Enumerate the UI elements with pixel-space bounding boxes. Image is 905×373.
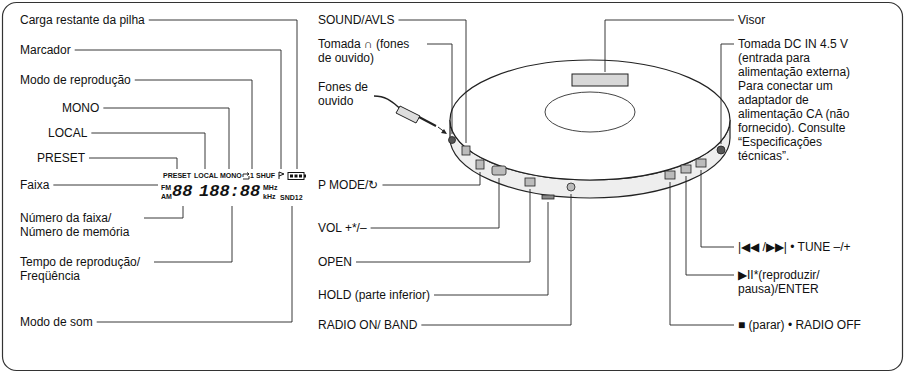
- headphone-plug: [374, 96, 447, 134]
- battery-bar: [290, 175, 293, 178]
- battery-nub: [304, 175, 306, 178]
- pmode-button: [476, 160, 484, 169]
- plug-arrow: [438, 127, 446, 133]
- lcd-icons: [243, 172, 306, 180]
- tune-button: [696, 159, 706, 167]
- leader-line: [670, 182, 734, 325]
- leader-line: [605, 20, 734, 72]
- battery-bar: [299, 175, 302, 178]
- callout-label: Modo de som: [20, 315, 93, 329]
- leader-line: [382, 172, 480, 185]
- callout-label: LOCAL: [48, 126, 87, 140]
- leader-line: [149, 20, 297, 169]
- leader-line: [89, 158, 177, 169]
- play-button: [681, 165, 691, 173]
- sound-button: [462, 146, 470, 155]
- lcd-indicator: 188:88: [199, 182, 260, 202]
- hold-switch: [542, 195, 554, 199]
- lcd-indicator: SHUF: [256, 172, 275, 180]
- leader-line: [371, 178, 499, 228]
- callout-label: VOL +*/–: [318, 221, 367, 235]
- lcd-indicator: LOCAL: [194, 172, 218, 180]
- leader-line: [421, 194, 571, 325]
- cd-player: [449, 60, 731, 199]
- callout-label: Tomada ∩ (fones de ouvido): [318, 37, 423, 65]
- callout-label: Faixa: [20, 178, 49, 192]
- leader-line: [356, 189, 530, 262]
- leader-line: [721, 44, 734, 144]
- callout-label: |◀◀ /▶▶| • TUNE –/+: [738, 240, 851, 254]
- callout-label: OPEN: [318, 255, 352, 269]
- plug-body: [396, 106, 420, 123]
- leader-line: [135, 80, 252, 169]
- player-lid: [450, 60, 730, 180]
- callout-label: Carga restante da pilha: [20, 13, 145, 27]
- callout-label: Visor: [738, 13, 765, 27]
- leader-line: [701, 170, 734, 247]
- leader-line: [103, 108, 229, 169]
- lid-ring: [545, 92, 635, 132]
- callout-label: Fones de ouvido: [318, 80, 373, 108]
- battery-bar: [295, 175, 298, 178]
- lcd-indicator: 1: [250, 172, 254, 180]
- outer-frame: [3, 3, 903, 371]
- callout-label: Modo de reprodução: [20, 73, 131, 87]
- vol-rocker: [492, 166, 506, 175]
- callout-label: SOUND/AVLS: [318, 13, 394, 27]
- callout-label: Para conectar um adaptador de alimentaçã…: [738, 79, 866, 163]
- display-window: [572, 74, 628, 86]
- plug-cable: [374, 96, 402, 110]
- lcd-indicator: AM: [161, 193, 172, 201]
- leader-line: [427, 44, 452, 134]
- open-switch: [525, 178, 535, 186]
- callout-label: MONO: [62, 101, 99, 115]
- plug-arrowhead: [441, 129, 447, 134]
- lcd-indicator: FM: [161, 184, 171, 192]
- callout-label: PRESET: [37, 151, 85, 165]
- lcd-indicator: 88: [172, 182, 192, 202]
- callout-label: Número da faixa/ Número de memória: [20, 211, 140, 239]
- radio-button: [567, 183, 575, 191]
- headphone-jack: [449, 137, 456, 144]
- leader-line: [75, 50, 281, 169]
- callout-label: Tempo de reprodução/ Freqüência: [20, 255, 150, 283]
- dc-jack: [717, 146, 725, 154]
- stop-button: [665, 171, 675, 179]
- plug-tip: [419, 117, 436, 126]
- callout-label: Marcador: [20, 43, 71, 57]
- leader-line: [53, 185, 158, 186]
- callout-label: HOLD (parte inferior): [318, 288, 430, 302]
- leader-line: [91, 133, 205, 169]
- lcd-indicator: kHz: [263, 193, 275, 201]
- callout-label: ▶II*(reproduzir/ pausa)/ENTER: [738, 268, 850, 296]
- repeat-icon: [243, 173, 249, 180]
- callout-label: P MODE/↻: [318, 178, 378, 192]
- leader-line: [686, 176, 734, 275]
- lcd-indicator: MHz: [263, 184, 277, 192]
- battery-icon: [288, 173, 304, 180]
- lcd-indicator: MONO: [220, 172, 242, 180]
- callout-label: RADIO ON/ BAND: [318, 318, 417, 332]
- lcd-indicator: PRESET: [163, 172, 191, 180]
- leader-line: [154, 206, 232, 262]
- lcd-indicator: SND12: [280, 194, 303, 202]
- leader-line: [434, 202, 548, 295]
- bookmark-icon: [279, 172, 284, 179]
- leader-line: [144, 206, 183, 218]
- callout-label: Tomada DC IN 4.5 V (entrada para aliment…: [738, 37, 866, 79]
- callout-label: ■ (parar) • RADIO OFF: [738, 318, 861, 332]
